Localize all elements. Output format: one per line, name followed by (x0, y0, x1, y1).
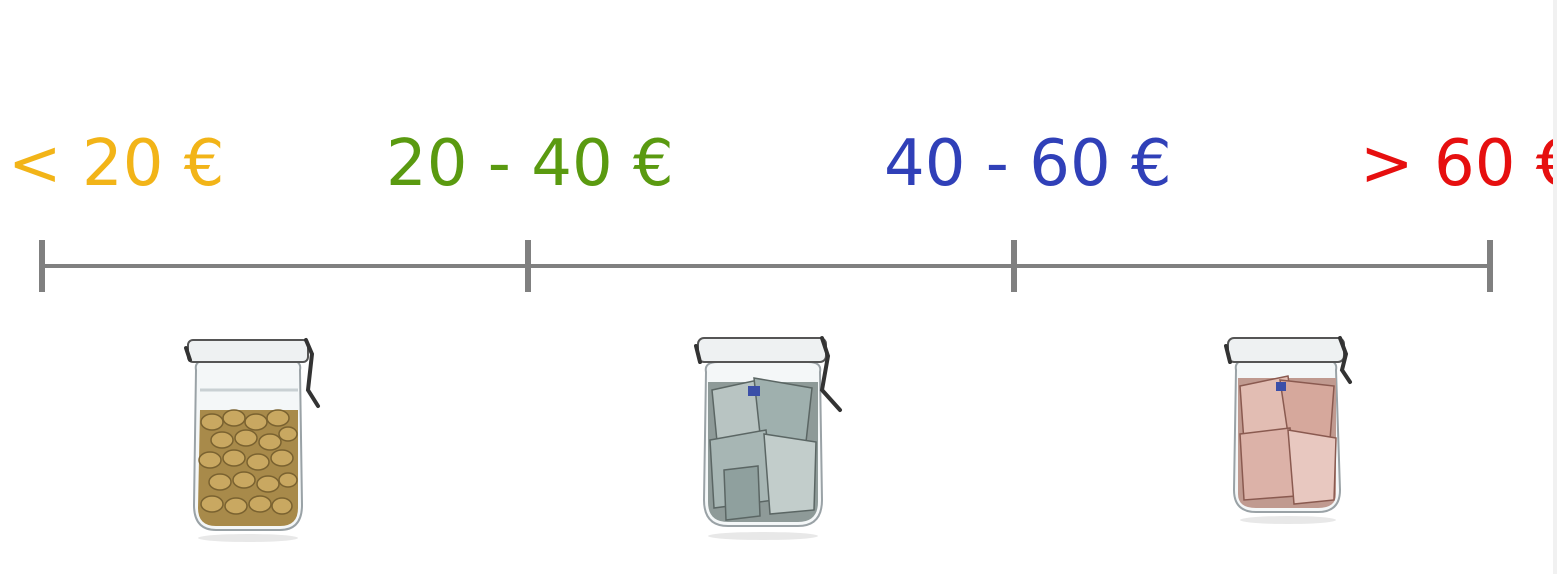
range-label-over-60: > 60 € (1360, 127, 1557, 201)
range-label-under-20: < 20 € (8, 127, 225, 201)
range-label-40-60: 40 - 60 € (884, 127, 1172, 201)
banknote-jar-icon-10-euro (1224, 336, 1352, 524)
right-edge-strip (1553, 0, 1557, 574)
banknote-jar-icon-5-euro (694, 336, 842, 540)
coin-jar-icon (184, 338, 320, 542)
range-label-20-40: 20 - 40 € (386, 127, 674, 201)
